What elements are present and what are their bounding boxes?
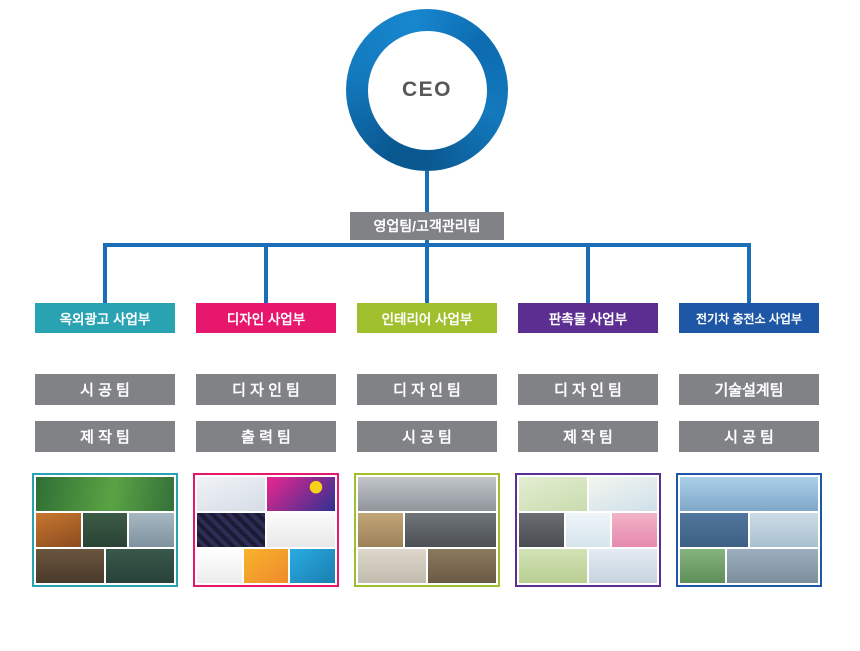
division-header-outdoor-ads: 옥외광고 사업부 — [35, 303, 175, 333]
photo-tile — [519, 513, 564, 547]
connector-drop-1 — [103, 243, 107, 305]
division-column-interior: 인테리어 사업부 디 자 인 팀 시 공 팀 — [354, 303, 500, 587]
photo-tile — [36, 477, 174, 511]
connector-drop-4 — [586, 243, 590, 305]
photo-tile — [197, 549, 242, 583]
division-column-outdoor-ads: 옥외광고 사업부 시 공 팀 제 작 팀 — [32, 303, 178, 587]
photo-collage-outdoor-ads — [32, 473, 178, 587]
photo-tile — [565, 513, 611, 547]
photo-tile — [612, 513, 657, 547]
sales-customer-team-box: 영업팀/고객관리팀 — [350, 212, 504, 240]
connector-ceo-vertical — [425, 171, 429, 214]
team-box-design: 디 자 인 팀 — [357, 374, 497, 405]
photo-tile — [680, 549, 725, 583]
photo-tile — [750, 513, 818, 547]
photo-collage-ev-charging — [676, 473, 822, 587]
team-box-construction: 시 공 팀 — [357, 421, 497, 452]
photo-tile — [267, 513, 335, 547]
team-box-construction: 시 공 팀 — [35, 374, 175, 405]
division-header-ev-charging: 전기차 충전소 사업부 — [679, 303, 819, 333]
photo-tile — [519, 477, 587, 511]
ceo-label: CEO — [401, 78, 452, 101]
connector-drop-5 — [747, 243, 751, 305]
photo-tile — [358, 477, 496, 511]
division-header-design: 디자인 사업부 — [196, 303, 336, 333]
photo-tile — [36, 549, 104, 583]
photo-tile — [36, 513, 81, 547]
photo-tile — [290, 549, 335, 583]
division-column-promotional: 판촉물 사업부 디 자 인 팀 제 작 팀 — [515, 303, 661, 587]
photo-tile — [129, 513, 174, 547]
division-header-interior: 인테리어 사업부 — [357, 303, 497, 333]
photo-tile — [106, 549, 174, 583]
photo-tile — [680, 477, 818, 511]
photo-tile — [428, 549, 496, 583]
photo-tile — [589, 549, 657, 583]
team-box-construction: 시 공 팀 — [679, 421, 819, 452]
photo-collage-interior — [354, 473, 500, 587]
team-box-design: 디 자 인 팀 — [518, 374, 658, 405]
team-box-production: 제 작 팀 — [518, 421, 658, 452]
team-box-production: 제 작 팀 — [35, 421, 175, 452]
team-box-design: 디 자 인 팀 — [196, 374, 336, 405]
photo-tile — [519, 549, 587, 583]
photo-tile — [726, 549, 818, 583]
division-header-promotional: 판촉물 사업부 — [518, 303, 658, 333]
photo-tile — [589, 477, 657, 511]
photo-tile — [82, 513, 128, 547]
photo-tile — [197, 513, 265, 547]
team-box-output: 출 력 팀 — [196, 421, 336, 452]
photo-collage-design-works — [193, 473, 339, 587]
ceo-circle: CEO — [346, 9, 508, 171]
ceo-circle-inner: CEO — [367, 30, 487, 150]
division-column-design: 디자인 사업부 디 자 인 팀 출 력 팀 — [193, 303, 339, 587]
photo-tile — [404, 513, 496, 547]
photo-tile — [358, 513, 403, 547]
photo-tile — [358, 549, 426, 583]
connector-drop-3 — [425, 243, 429, 305]
division-column-ev-charging: 전기차 충전소 사업부 기술설계팀 시 공 팀 — [676, 303, 822, 587]
photo-tile — [197, 477, 265, 511]
photo-collage-promotional-items — [515, 473, 661, 587]
photo-tile — [680, 513, 748, 547]
connector-drop-2 — [264, 243, 268, 305]
photo-tile — [267, 477, 335, 511]
team-box-tech-design: 기술설계팀 — [679, 374, 819, 405]
photo-tile — [243, 549, 289, 583]
